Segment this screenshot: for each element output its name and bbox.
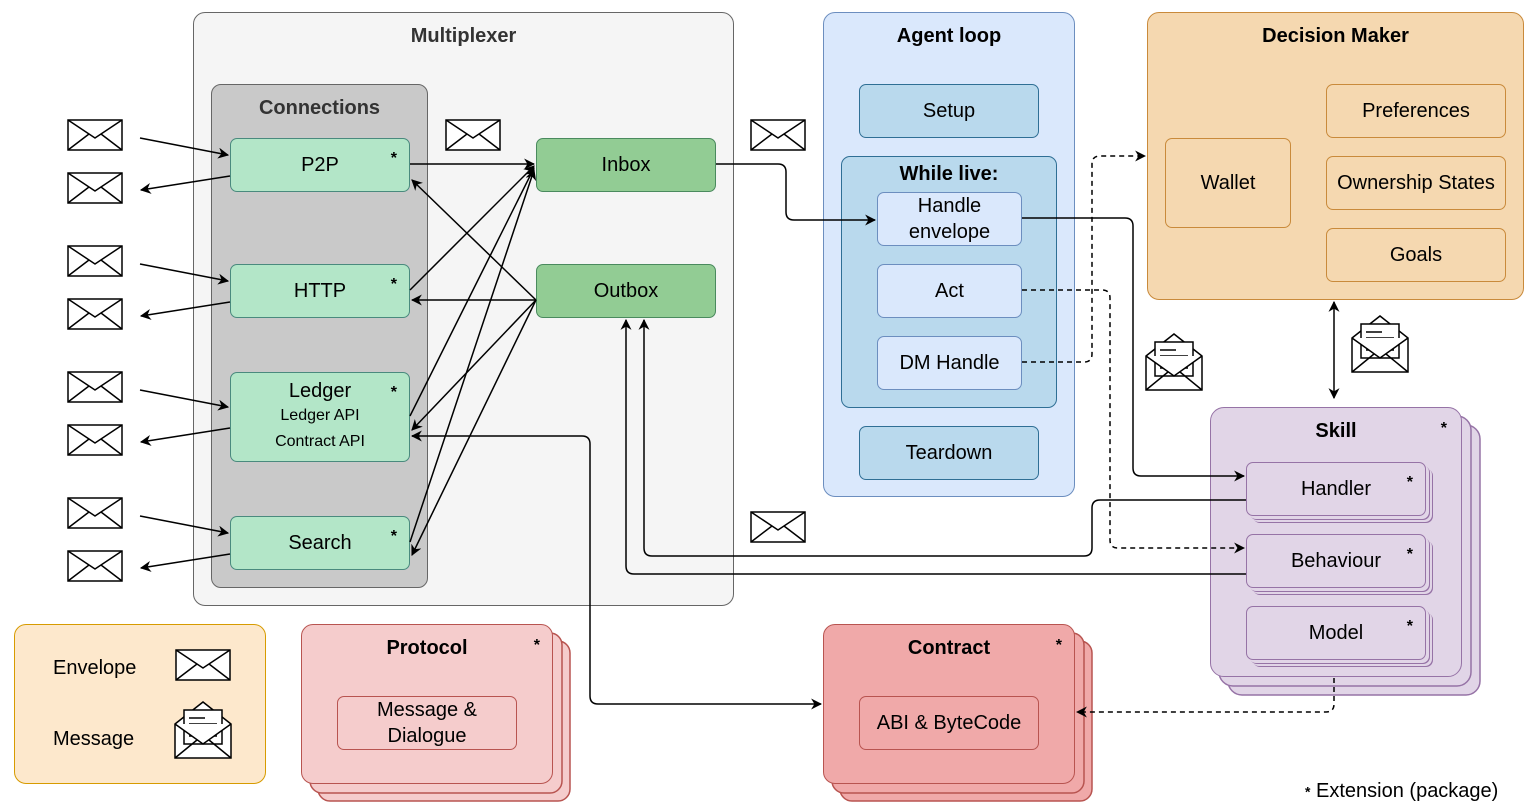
teardown-box[interactable]: Teardown	[859, 426, 1039, 480]
dm-handle-label: DM Handle	[899, 352, 1000, 374]
multiplexer-title: Multiplexer	[410, 25, 517, 47]
preferences-box[interactable]: Preferences	[1326, 84, 1506, 138]
http-connection[interactable]: HTTP *	[230, 264, 410, 318]
handler-label: Handler	[1300, 478, 1372, 500]
wallet-label: Wallet	[1200, 172, 1256, 194]
extension-marker: *	[1440, 420, 1447, 437]
extension-marker: *	[1055, 637, 1062, 654]
setup-box[interactable]: Setup	[859, 84, 1039, 138]
decision-maker-title: Decision Maker	[1262, 25, 1409, 47]
outbox-box[interactable]: Outbox	[536, 264, 716, 318]
extension-marker: *	[390, 276, 397, 293]
footnote: * Extension (package)	[1305, 780, 1498, 803]
http-label: HTTP	[293, 280, 347, 302]
handle-envelope-box[interactable]: Handle envelope	[877, 192, 1022, 246]
behaviour-label: Behaviour	[1290, 550, 1382, 572]
outbox-label: Outbox	[593, 280, 659, 302]
wallet-box[interactable]: Wallet	[1165, 138, 1291, 228]
goals-box[interactable]: Goals	[1326, 228, 1506, 282]
search-connection[interactable]: Search *	[230, 516, 410, 570]
handler-box[interactable]: Handler *	[1246, 462, 1426, 516]
ledger-api-label: Ledger API	[280, 407, 360, 425]
abi-bytecode-label: ABI & ByteCode	[876, 712, 1022, 734]
legend-box: Envelope Message	[14, 624, 266, 784]
footnote-label: Extension (package)	[1316, 780, 1499, 802]
extension-marker: *	[533, 637, 540, 654]
act-box[interactable]: Act	[877, 264, 1022, 318]
contract-title: Contract	[907, 637, 991, 659]
model-label: Model	[1308, 622, 1364, 644]
extension-marker: *	[390, 150, 397, 167]
extension-marker: *	[390, 384, 397, 401]
extension-marker: *	[1406, 474, 1413, 491]
ledger-label: Ledger	[288, 380, 352, 403]
legend-message-label: Message	[53, 728, 135, 750]
agent-loop-title: Agent loop	[896, 25, 1002, 47]
setup-label: Setup	[922, 100, 976, 122]
model-box[interactable]: Model *	[1246, 606, 1426, 660]
ledger-connection[interactable]: Ledger Ledger API Contract API *	[230, 372, 410, 462]
handle-envelope-label: Handle envelope	[908, 195, 991, 243]
footnote-star: *	[1305, 783, 1311, 800]
ownership-states-label: Ownership States	[1337, 172, 1495, 194]
contract-api-label: Contract API	[275, 433, 365, 450]
inbox-box[interactable]: Inbox	[536, 138, 716, 192]
message-dialogue-box[interactable]: Message & Dialogue	[337, 696, 517, 750]
ownership-states-box[interactable]: Ownership States	[1326, 156, 1506, 210]
preferences-label: Preferences	[1362, 100, 1470, 122]
legend-envelope-label: Envelope	[53, 657, 137, 679]
behaviour-box[interactable]: Behaviour *	[1246, 534, 1426, 588]
teardown-label: Teardown	[905, 442, 993, 464]
extension-marker: *	[1406, 618, 1413, 635]
abi-bytecode-box[interactable]: ABI & ByteCode	[859, 696, 1039, 750]
extension-marker: *	[1406, 546, 1413, 563]
protocol-title: Protocol	[386, 637, 468, 659]
while-live-title: While live:	[899, 163, 999, 185]
skill-title: Skill	[1315, 420, 1357, 442]
dm-handle-box[interactable]: DM Handle	[877, 336, 1022, 390]
p2p-connection[interactable]: P2P *	[230, 138, 410, 192]
connections-title: Connections	[258, 97, 381, 119]
inbox-label: Inbox	[601, 154, 651, 176]
act-label: Act	[935, 280, 964, 302]
p2p-label: P2P	[301, 154, 339, 176]
extension-marker: *	[390, 528, 397, 545]
search-label: Search	[288, 532, 352, 554]
message-dialogue-label: Message & Dialogue	[376, 699, 478, 747]
goals-label: Goals	[1389, 244, 1443, 266]
